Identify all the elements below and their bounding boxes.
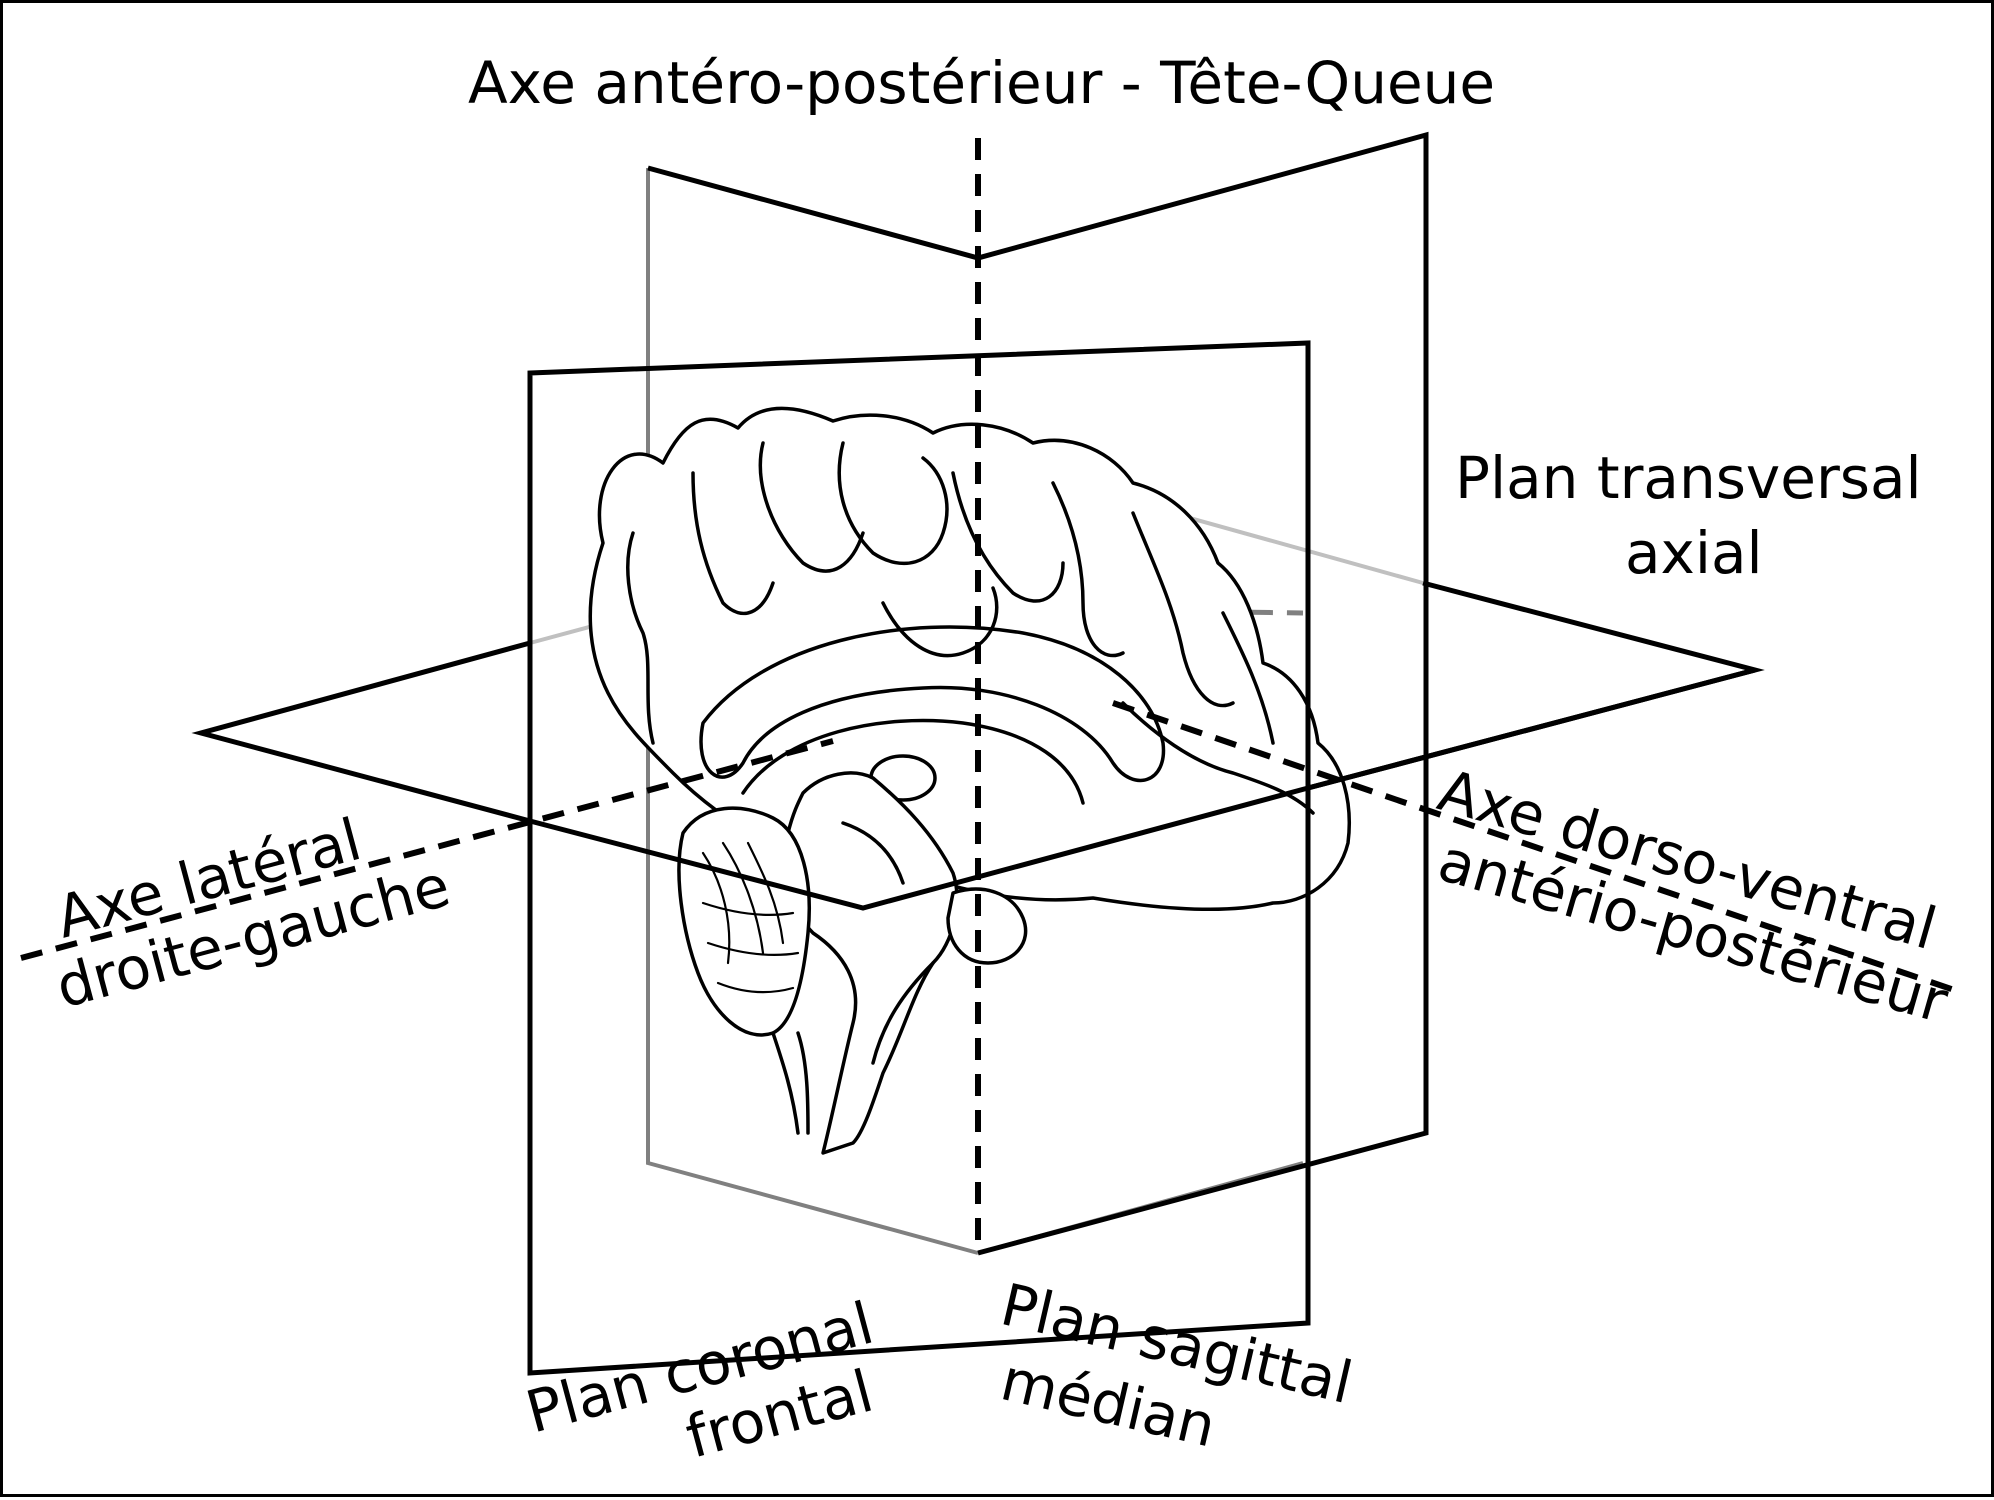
cerebellum [677, 806, 811, 1037]
diagram-canvas: Axe antéro-postérieur - Tête-Queue Plan … [20, 49, 1964, 1472]
coronal-plane [527, 340, 1311, 1376]
lateral-axis [20, 738, 834, 961]
sagittal-plane [647, 131, 1429, 1256]
pons [946, 887, 1028, 965]
brain-illustration [588, 406, 1351, 1155]
axis-antero-posterior-label: Axe antéro-postérieur - Tête-Queue [468, 49, 1495, 117]
plan-transversal-label-line1: Plan transversal [1455, 444, 1922, 512]
dorso-ventral-axis [1112, 700, 1964, 996]
corpus-callosum [699, 625, 1166, 783]
plan-transversal-label-line2: axial [1625, 519, 1763, 587]
